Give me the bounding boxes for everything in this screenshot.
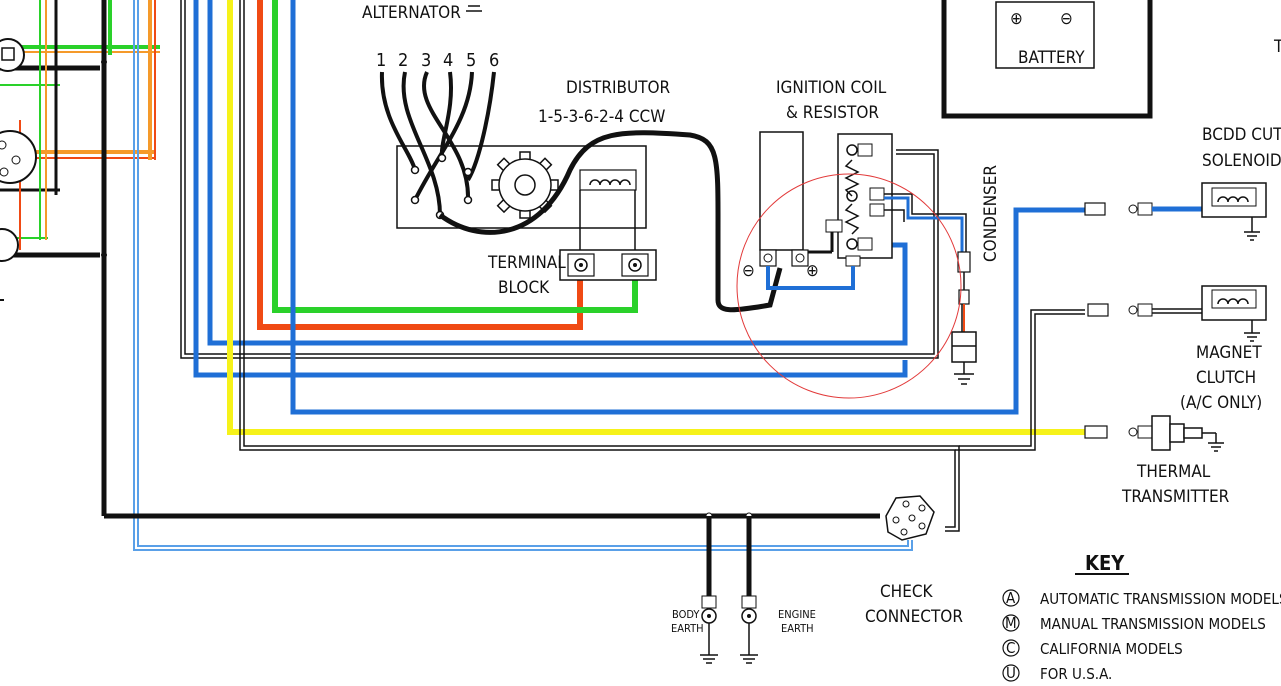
- key-legend: KEY A AUTOMATIC TRANSMISSION MODELS M MA…: [1002, 551, 1281, 683]
- coil-minus-icon: ⊖: [742, 261, 755, 281]
- distributor-pin-6: 6: [489, 50, 499, 71]
- battery: ⊕ ⊖ BATTERY: [941, 0, 1153, 119]
- key-title: KEY: [1085, 551, 1125, 575]
- coil-plus-icon: ⊕: [806, 261, 819, 281]
- battery-plus-icon: ⊕: [1010, 9, 1023, 29]
- distributor-pin-1: 1: [376, 50, 386, 71]
- body-earth: BODY EARTH: [671, 516, 718, 664]
- firing-order-label: 1-5-3-6-2-4 CCW: [538, 107, 665, 127]
- distributor-rotor-icon: [491, 151, 559, 219]
- check-connector: CHECK CONNECTOR: [865, 495, 963, 627]
- key-symbol-c: C: [1006, 639, 1015, 657]
- magnet-label-1: MAGNET: [1196, 343, 1262, 363]
- bcdd-label-2: SOLENOID: [1202, 151, 1281, 171]
- thermal-label-2: TRANSMITTER: [1121, 487, 1230, 507]
- body-earth-label-2: EARTH: [671, 622, 704, 635]
- thermal-transmitter: THERMAL TRANSMITTER: [1084, 415, 1230, 507]
- key-symbol-m: M: [1005, 614, 1017, 632]
- distributor: 1 2 3 4 5 6 DISTRIBUTOR 1-5-3-6-2-4 CCW: [376, 50, 783, 313]
- ignition-coil-label-2: & RESISTOR: [786, 103, 879, 123]
- alternator: ALTERNATOR: [362, 3, 482, 23]
- ignition-coil-label-1: IGNITION COIL: [776, 78, 887, 98]
- magnet-label-3: (A/C ONLY): [1180, 393, 1262, 413]
- engine-earth: ENGINE EARTH: [740, 516, 816, 664]
- bcdd-label-1: BCDD CUT: [1202, 125, 1281, 145]
- main-harness: [101, 0, 1085, 551]
- key-item-m: MANUAL TRANSMISSION MODELS: [1040, 615, 1266, 633]
- engine-earth-label-1: ENGINE: [778, 608, 816, 621]
- condenser: CONDENSER: [951, 165, 1001, 385]
- edge-mark: T: [1273, 37, 1281, 57]
- terminal-block: TERMINAL BLOCK: [487, 190, 657, 298]
- thermal-label-1: THERMAL: [1136, 462, 1211, 482]
- check-connector-label-1: CHECK: [880, 582, 934, 602]
- distributor-pin-5: 5: [466, 50, 476, 71]
- distributor-label: DISTRIBUTOR: [566, 78, 671, 98]
- condenser-label: CONDENSER: [981, 165, 1001, 262]
- key-symbol-a: A: [1006, 589, 1016, 607]
- battery-minus-icon: ⊖: [1060, 9, 1073, 29]
- ignition-coil: IGNITION COIL & RESISTOR ⊖ ⊕: [742, 78, 967, 290]
- key-item-a: AUTOMATIC TRANSMISSION MODELS: [1040, 590, 1281, 608]
- engine-earth-label-2: EARTH: [781, 622, 814, 635]
- highlight-circle: [736, 173, 962, 399]
- left-edge-wiring: [0, 0, 160, 301]
- distributor-pin-2: 2: [398, 50, 408, 71]
- bcdd-cut-solenoid: BCDD CUT SOLENOID: [1084, 125, 1281, 241]
- terminal-block-label-1: TERMINAL: [487, 253, 566, 273]
- distributor-pin-3: 3: [421, 50, 431, 71]
- body-earth-label-1: BODY: [672, 608, 700, 621]
- check-connector-label-2: CONNECTOR: [865, 607, 963, 627]
- terminal-block-label-2: BLOCK: [498, 278, 550, 298]
- distributor-pin-4: 4: [443, 50, 453, 71]
- battery-label: BATTERY: [1018, 48, 1085, 68]
- key-item-c: CALIFORNIA MODELS: [1040, 640, 1183, 658]
- key-item-u: FOR U.S.A.: [1040, 665, 1112, 683]
- key-symbol-u: U: [1006, 664, 1016, 682]
- alternator-label: ALTERNATOR: [362, 3, 461, 23]
- magnet-clutch: MAGNET CLUTCH (A/C ONLY): [1087, 285, 1267, 413]
- magnet-label-2: CLUTCH: [1196, 368, 1256, 388]
